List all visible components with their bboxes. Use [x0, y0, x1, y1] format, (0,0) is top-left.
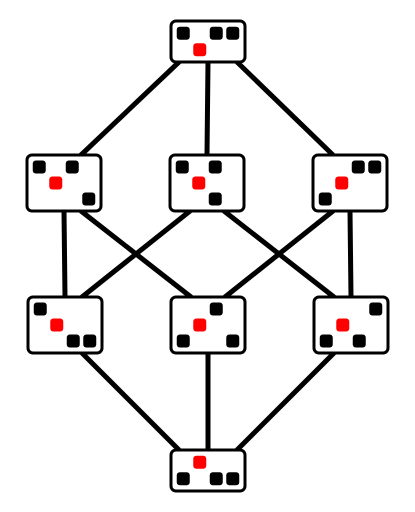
black-square — [369, 302, 383, 316]
black-square — [176, 472, 190, 486]
black-square — [33, 302, 47, 316]
red-square — [336, 318, 350, 332]
red-square — [49, 176, 63, 190]
black-square — [209, 26, 223, 40]
node-n-2b — [168, 153, 246, 213]
edge-n-2c-n-3b — [222, 208, 336, 300]
node-n-3c — [312, 295, 390, 355]
black-square — [66, 334, 80, 348]
node-n-2c — [311, 153, 389, 213]
edges-layer — [61, 59, 354, 453]
black-square — [209, 472, 223, 486]
black-square — [175, 160, 189, 174]
edge-n-3c-n-bottom — [234, 350, 337, 453]
black-square — [82, 192, 96, 206]
black-square — [351, 160, 365, 174]
black-square — [368, 160, 382, 174]
black-square — [318, 192, 332, 206]
black-square — [176, 334, 190, 348]
node-n-3a — [26, 295, 104, 355]
red-square — [193, 455, 207, 469]
black-square — [226, 334, 240, 348]
nodes-layer — [25, 19, 390, 493]
node-n-top — [169, 19, 247, 64]
node-n-2a — [25, 153, 103, 213]
black-square — [226, 26, 240, 40]
edge-n-top-n-2c — [234, 59, 336, 158]
black-square — [176, 26, 190, 40]
red-square — [193, 43, 207, 57]
edge-n-3a-n-bottom — [79, 350, 182, 453]
edge-n-top-n-2a — [78, 59, 182, 158]
black-square — [226, 472, 240, 486]
edge-n-2b-n-3a — [79, 208, 193, 300]
node-n-bottom — [169, 448, 247, 493]
black-square — [83, 334, 97, 348]
red-square — [335, 176, 349, 190]
edge-n-2a-n-3a — [61, 208, 68, 300]
black-square — [352, 334, 366, 348]
black-square — [208, 192, 222, 206]
edge-n-2c-n-3c — [347, 208, 354, 300]
black-square — [65, 160, 79, 174]
red-square — [192, 176, 206, 190]
black-square — [32, 160, 46, 174]
edge-n-top-n-2b — [204, 59, 211, 158]
black-square — [208, 160, 222, 174]
red-square — [193, 318, 207, 332]
black-square — [319, 334, 333, 348]
node-n-3b — [169, 295, 247, 355]
black-square — [209, 302, 223, 316]
red-square — [50, 318, 64, 332]
